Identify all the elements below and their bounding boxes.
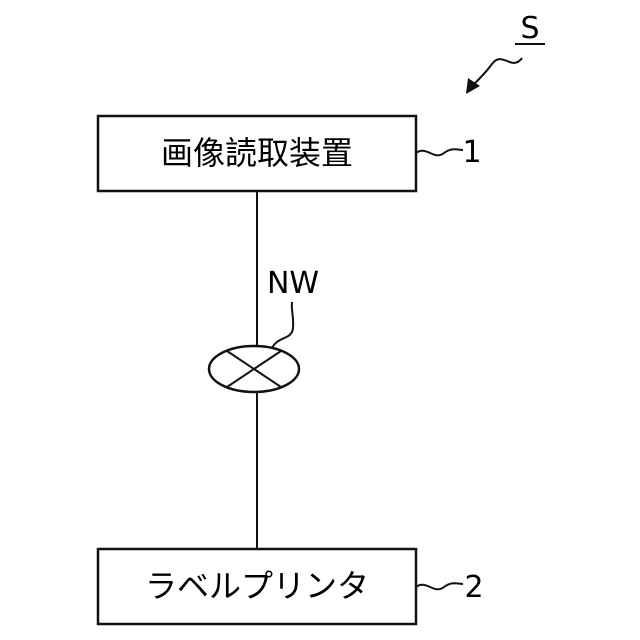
system-label: S — [520, 11, 539, 46]
device-1-label: 画像読取装置 — [161, 134, 353, 172]
device-2-leader — [416, 583, 463, 589]
system-arrow — [470, 58, 522, 88]
device-2-label: ラベルプリンタ — [145, 567, 369, 605]
device-1-leader — [416, 149, 463, 155]
network-leader — [272, 302, 293, 348]
network-label: NW — [267, 266, 319, 301]
device-1-ref: 1 — [462, 135, 481, 170]
device-2-ref: 2 — [464, 570, 483, 605]
